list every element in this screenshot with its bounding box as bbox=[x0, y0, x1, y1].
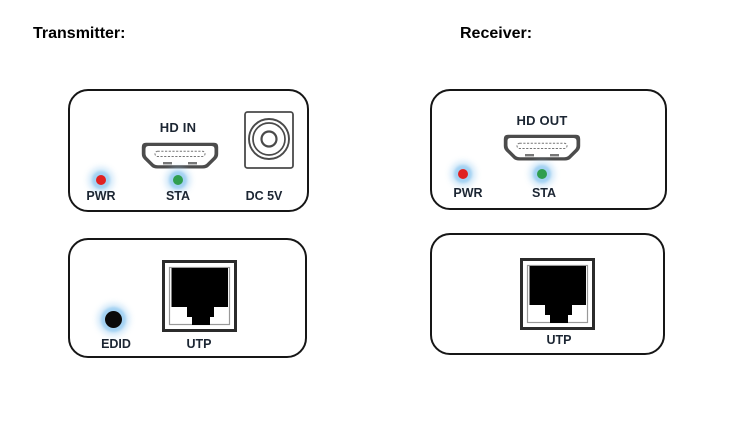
receiver-front-panel: HD OUT PWR STA bbox=[430, 89, 667, 210]
dc-5v-label: DC 5V bbox=[245, 189, 283, 203]
transmitter-rear-panel: EDID UTP bbox=[68, 238, 307, 358]
utp-rj45-port-icon bbox=[520, 258, 595, 330]
utp-rj45-port-icon bbox=[162, 260, 237, 332]
sta-led bbox=[173, 175, 183, 185]
utp-label: UTP bbox=[186, 337, 212, 351]
pwr-label: PWR bbox=[453, 186, 483, 200]
hd-in-label: HD IN bbox=[159, 120, 197, 135]
receiver-title: Receiver: bbox=[460, 25, 533, 42]
pwr-led bbox=[458, 169, 468, 179]
utp-label: UTP bbox=[546, 333, 572, 347]
hdmi-in-port-icon bbox=[141, 142, 219, 169]
sta-label: STA bbox=[531, 186, 557, 200]
dc-power-jack-icon bbox=[244, 111, 294, 169]
pwr-label: PWR bbox=[86, 189, 116, 203]
pwr-led bbox=[96, 175, 106, 185]
sta-led bbox=[537, 169, 547, 179]
edid-label: EDID bbox=[101, 337, 131, 351]
receiver-rear-panel: UTP bbox=[430, 233, 665, 355]
edid-button bbox=[105, 311, 122, 328]
sta-label: STA bbox=[165, 189, 191, 203]
hdmi-out-port-icon bbox=[503, 134, 581, 161]
transmitter-title: Transmitter: bbox=[33, 25, 126, 42]
transmitter-front-panel: HD IN PWR STA DC 5V bbox=[68, 89, 309, 212]
hd-out-label: HD OUT bbox=[516, 113, 568, 128]
